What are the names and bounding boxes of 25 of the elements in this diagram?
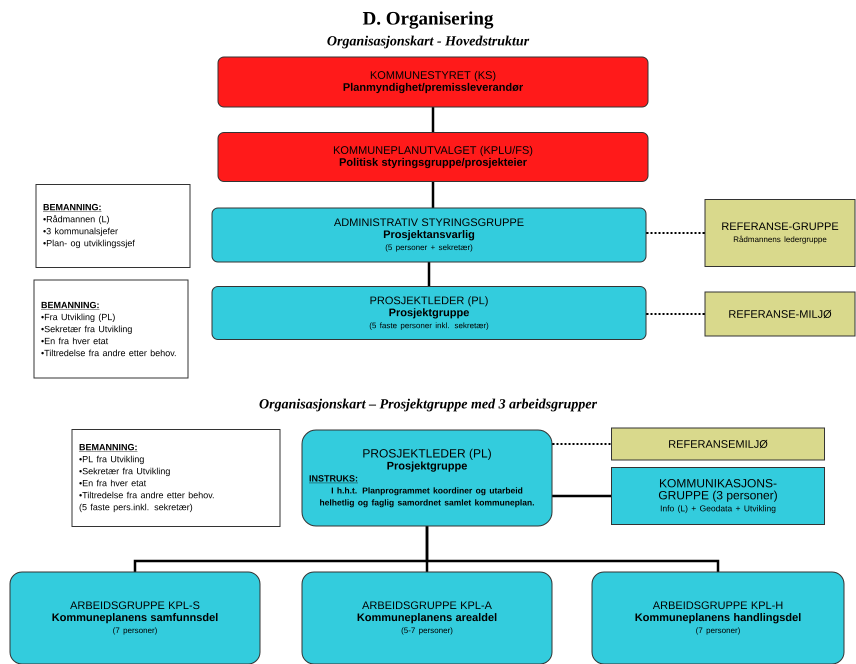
connector: [552, 443, 611, 445]
staffing-box: BEMANNING: •Rådmannen (L) •3 kommunalsjefer •Plan- og utviklingssjef: [36, 184, 190, 268]
council-box: KOMMUNESTYRET (KS) Planmyndighet/premissleverandør: [218, 56, 648, 108]
connector: [646, 232, 704, 234]
reference-box: REFERANSEMILJØ: [611, 428, 825, 460]
reference-box: REFERANSE-GRUPPE Rådmannens ledergruppe: [704, 199, 856, 267]
staffing-box: BEMANNING: •Fra Utvikling (PL) •Sekretær fra Utvikling •En fra hver etat •Tiltredelse fra andre etter behov.: [34, 280, 188, 378]
project-leader-box: PROSJEKTLEDER (PL) Prosjektgruppe INSTRUKS: I h.h.t. Planprogrammet koordiner og utarbeid helhetlig og faglig samordnet samlet kommuneplan.: [302, 430, 552, 526]
connector: [552, 494, 611, 498]
group-box: ADMINISTRATIV STYRINGSGRUPPE Prosjektansvarlig (5 personer + sekretær): [212, 208, 646, 262]
connector: [426, 526, 720, 572]
working-group-box: ARBEIDSGRUPPE KPL-H Kommuneplanens handlingsdel (7 personer): [592, 572, 845, 664]
group-box: PROSJEKTLEDER (PL) Prosjektgruppe (5 faste personer inkl. sekretær): [212, 286, 646, 340]
connector: [646, 313, 704, 315]
connector: [432, 182, 434, 208]
working-group-box: ARBEIDSGRUPPE KPL-A Kommuneplanens arealdel (5-7 personer): [302, 572, 552, 664]
working-group-box: ARBEIDSGRUPPE KPL-S Kommuneplanens samfunnsdel (7 personer): [10, 572, 260, 664]
communication-box: KOMMUNIKASJONS-GRUPPE (3 personer) Info (L) + Geodata + Utvikling: [611, 467, 825, 525]
staffing-box: BEMANNING: •PL fra Utvikling •Sekretær fra Utvikling •En fra hver etat •Tiltredelse fra andre etter behov. (5 faste pers.inkl. sekretær): [72, 429, 280, 527]
connector: [432, 108, 434, 132]
title: D. Organisering: [362, 11, 494, 29]
connector: [428, 262, 430, 286]
reference-box: REFERANSE-MILJØ: [704, 292, 856, 336]
committee-box: KOMMUNEPLANUTVALGET (KPLU/FS) Politisk styringsgruppe/prosjekteier: [218, 132, 648, 182]
subtitle: Organisasjonskart – Prosjektgruppe med 3 arbeidsgrupper: [260, 398, 598, 412]
